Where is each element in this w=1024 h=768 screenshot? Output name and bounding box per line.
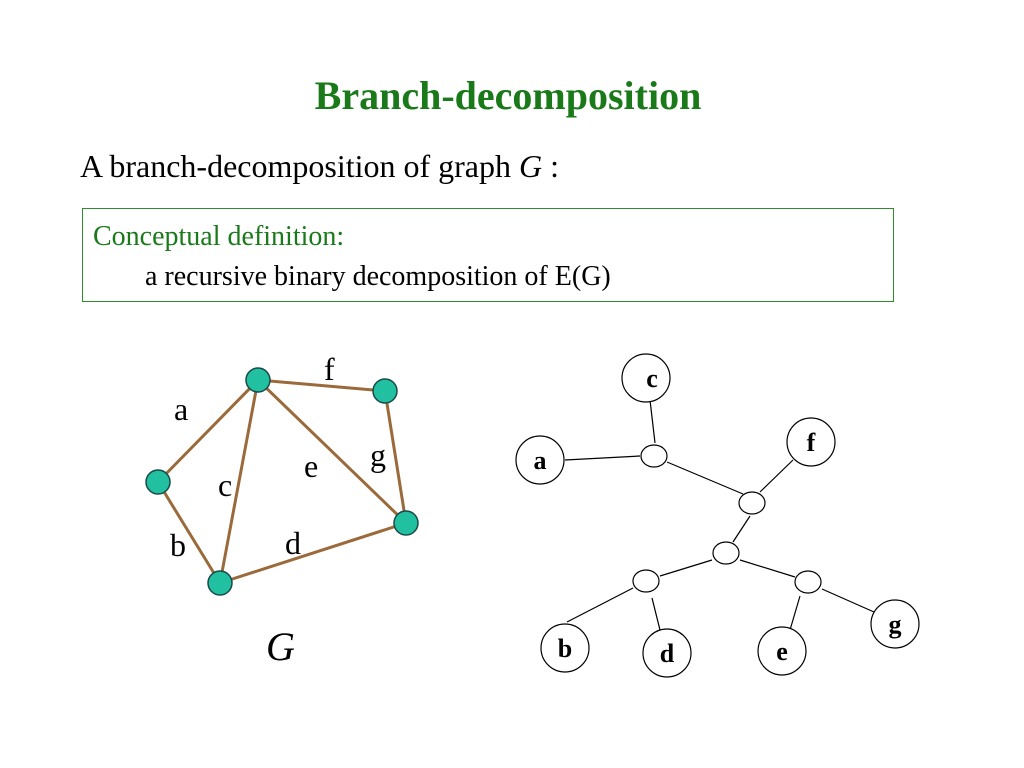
tree-leaf-d [642,628,692,678]
tree-leaf-label-b: b [558,634,572,663]
graph-vertex [393,510,419,536]
tree-edge [789,595,801,631]
tree-internal-node [640,444,668,468]
tree-leaf-label-d: d [660,639,675,668]
tree-leaf-b [540,623,590,673]
tree-edge [821,588,875,613]
edge-label-a: a [174,391,188,427]
slide-title: Branch-decomposition [314,73,702,118]
graph-vertex [145,469,171,495]
tree-edge [651,597,661,631]
intro-graph-variable: G [519,148,543,184]
tree-internal-node [794,570,822,594]
edge-label-e: e [304,448,318,484]
edge-label-c: c [218,467,232,503]
edge-c [218,379,260,584]
tree-edge [666,461,744,495]
tree-internal-node [738,491,766,515]
tree-edge [649,399,656,444]
edge-label-b: b [170,527,186,563]
edge-label-g: g [370,437,386,473]
tree-leaf-label-c: c [646,364,658,393]
edge-e [256,378,408,525]
tree-leaf-label-e: e [776,637,788,666]
graph-vertex [372,378,398,404]
tree-internal-node [712,541,740,565]
graph-vertex [245,367,271,393]
edge-label-d: d [285,525,301,561]
tree-edge [739,559,796,578]
tree-edge [759,459,794,493]
edge-b [156,481,222,584]
tree-leaf-f [786,417,836,467]
edge-g [383,390,408,524]
decomposition-tree [515,353,920,678]
intro-text: A branch-decomposition of graph [80,148,519,184]
tree-leaf-label-g: g [889,610,902,639]
tree-leaf-c [621,353,671,403]
tree-edge [564,455,641,461]
edge-d [219,521,407,585]
graph-vertex [207,570,233,596]
definition-body: a recursive binary decomposition of E(G) [145,261,611,292]
edge-label-f: f [324,351,335,387]
tree-edge [732,515,751,543]
definition-heading: Conceptual definition: [93,221,345,252]
edge-a [156,378,260,484]
graph-g: a b c d e f g G [145,351,419,669]
graph-name-label: G [266,624,295,669]
tree-leaf-e [757,626,807,676]
tree-edge [659,559,713,577]
definition-box: Conceptual definition: a recursive binar… [82,208,894,302]
tree-internal-node [632,569,660,593]
tree-leaf-label-f: f [807,428,816,457]
intro-line: A branch-decomposition of graph G : [80,148,559,185]
tree-leaf-a [515,435,565,485]
tree-leaf-labels: a b c d e f g [534,364,902,668]
intro-suffix: : [542,148,559,184]
edge-f [257,378,386,393]
tree-edge [566,587,634,623]
tree-leaf-label-a: a [534,446,547,475]
tree-leaf-g [870,599,920,649]
